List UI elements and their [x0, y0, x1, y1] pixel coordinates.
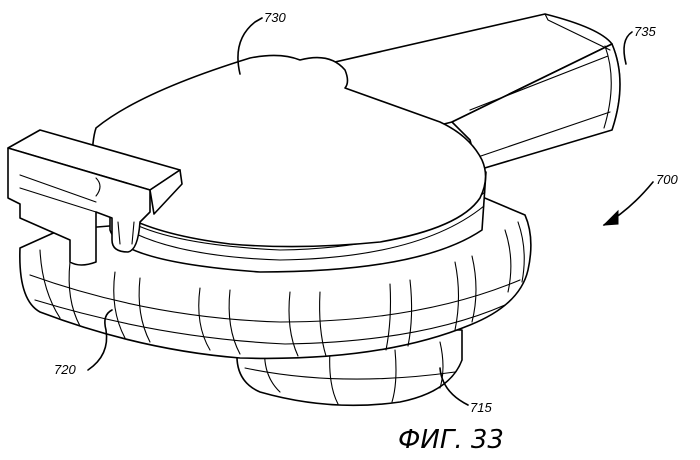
figure-caption: ФИГ. 33 — [398, 425, 504, 455]
label-720: 720 — [54, 362, 76, 377]
label-715: 715 — [470, 400, 492, 415]
label-735: 735 — [634, 24, 656, 39]
label-700-group: 700 — [604, 172, 678, 225]
label-700: 700 — [656, 172, 678, 187]
label-730: 730 — [264, 10, 286, 25]
label-735-group: 735 — [624, 24, 656, 64]
arrowhead-icon — [604, 211, 618, 225]
